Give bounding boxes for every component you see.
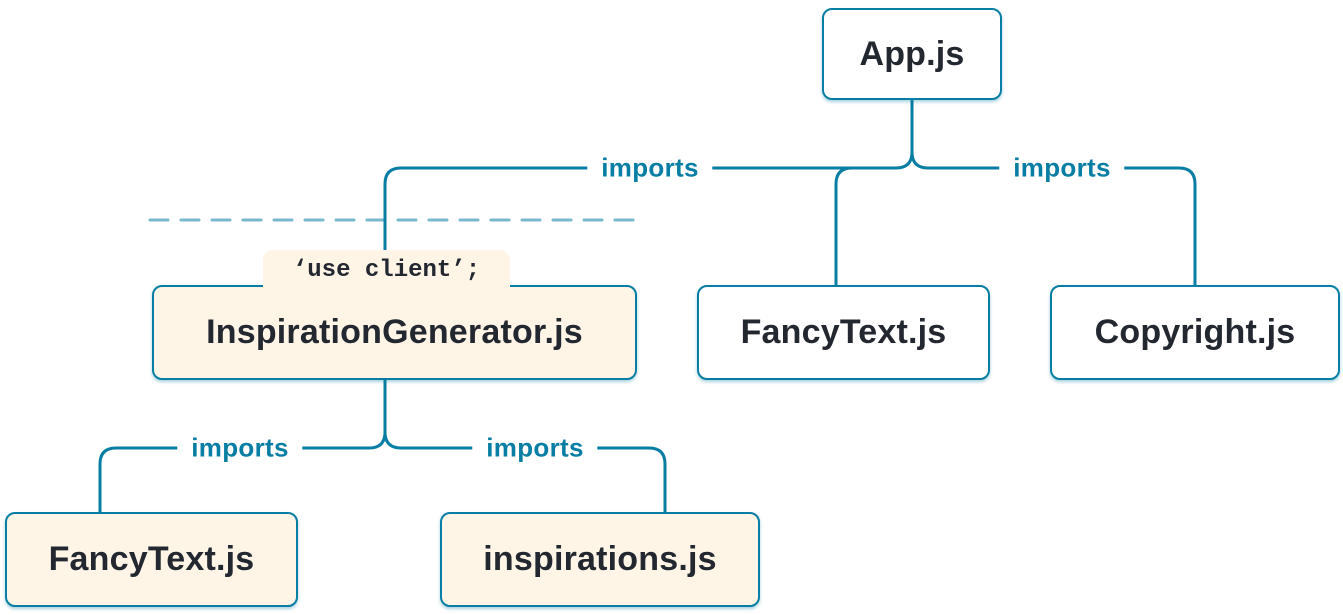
edge-app-to-fancytext — [834, 166, 854, 287]
node-inspirations: inspirations.js — [440, 512, 760, 607]
node-copyright-label: Copyright.js — [1094, 313, 1296, 351]
node-copyright: Copyright.js — [1050, 285, 1340, 380]
edge-app-to-copyright — [910, 98, 1197, 287]
use-client-directive-text: ‘use client’; — [292, 256, 481, 284]
edge-label-imports: imports — [999, 150, 1125, 186]
node-inspirationgenerator-label: InspirationGenerator.js — [206, 313, 583, 351]
use-client-directive-badge: ‘use client’; — [263, 250, 510, 290]
node-fancytext-top: FancyText.js — [697, 285, 990, 380]
edge-label-imports: imports — [472, 430, 598, 466]
node-app: App.js — [822, 8, 1002, 100]
node-app-label: App.js — [859, 34, 965, 73]
node-fancytext-bottom: FancyText.js — [5, 512, 298, 607]
node-inspirations-label: inspirations.js — [483, 540, 717, 578]
edge-label-imports: imports — [587, 150, 713, 186]
node-fancytext-top-label: FancyText.js — [740, 313, 947, 351]
node-fancytext-bottom-label: FancyText.js — [48, 540, 255, 578]
edge-label-imports: imports — [177, 430, 303, 466]
node-inspirationgenerator: InspirationGenerator.js — [152, 285, 637, 380]
